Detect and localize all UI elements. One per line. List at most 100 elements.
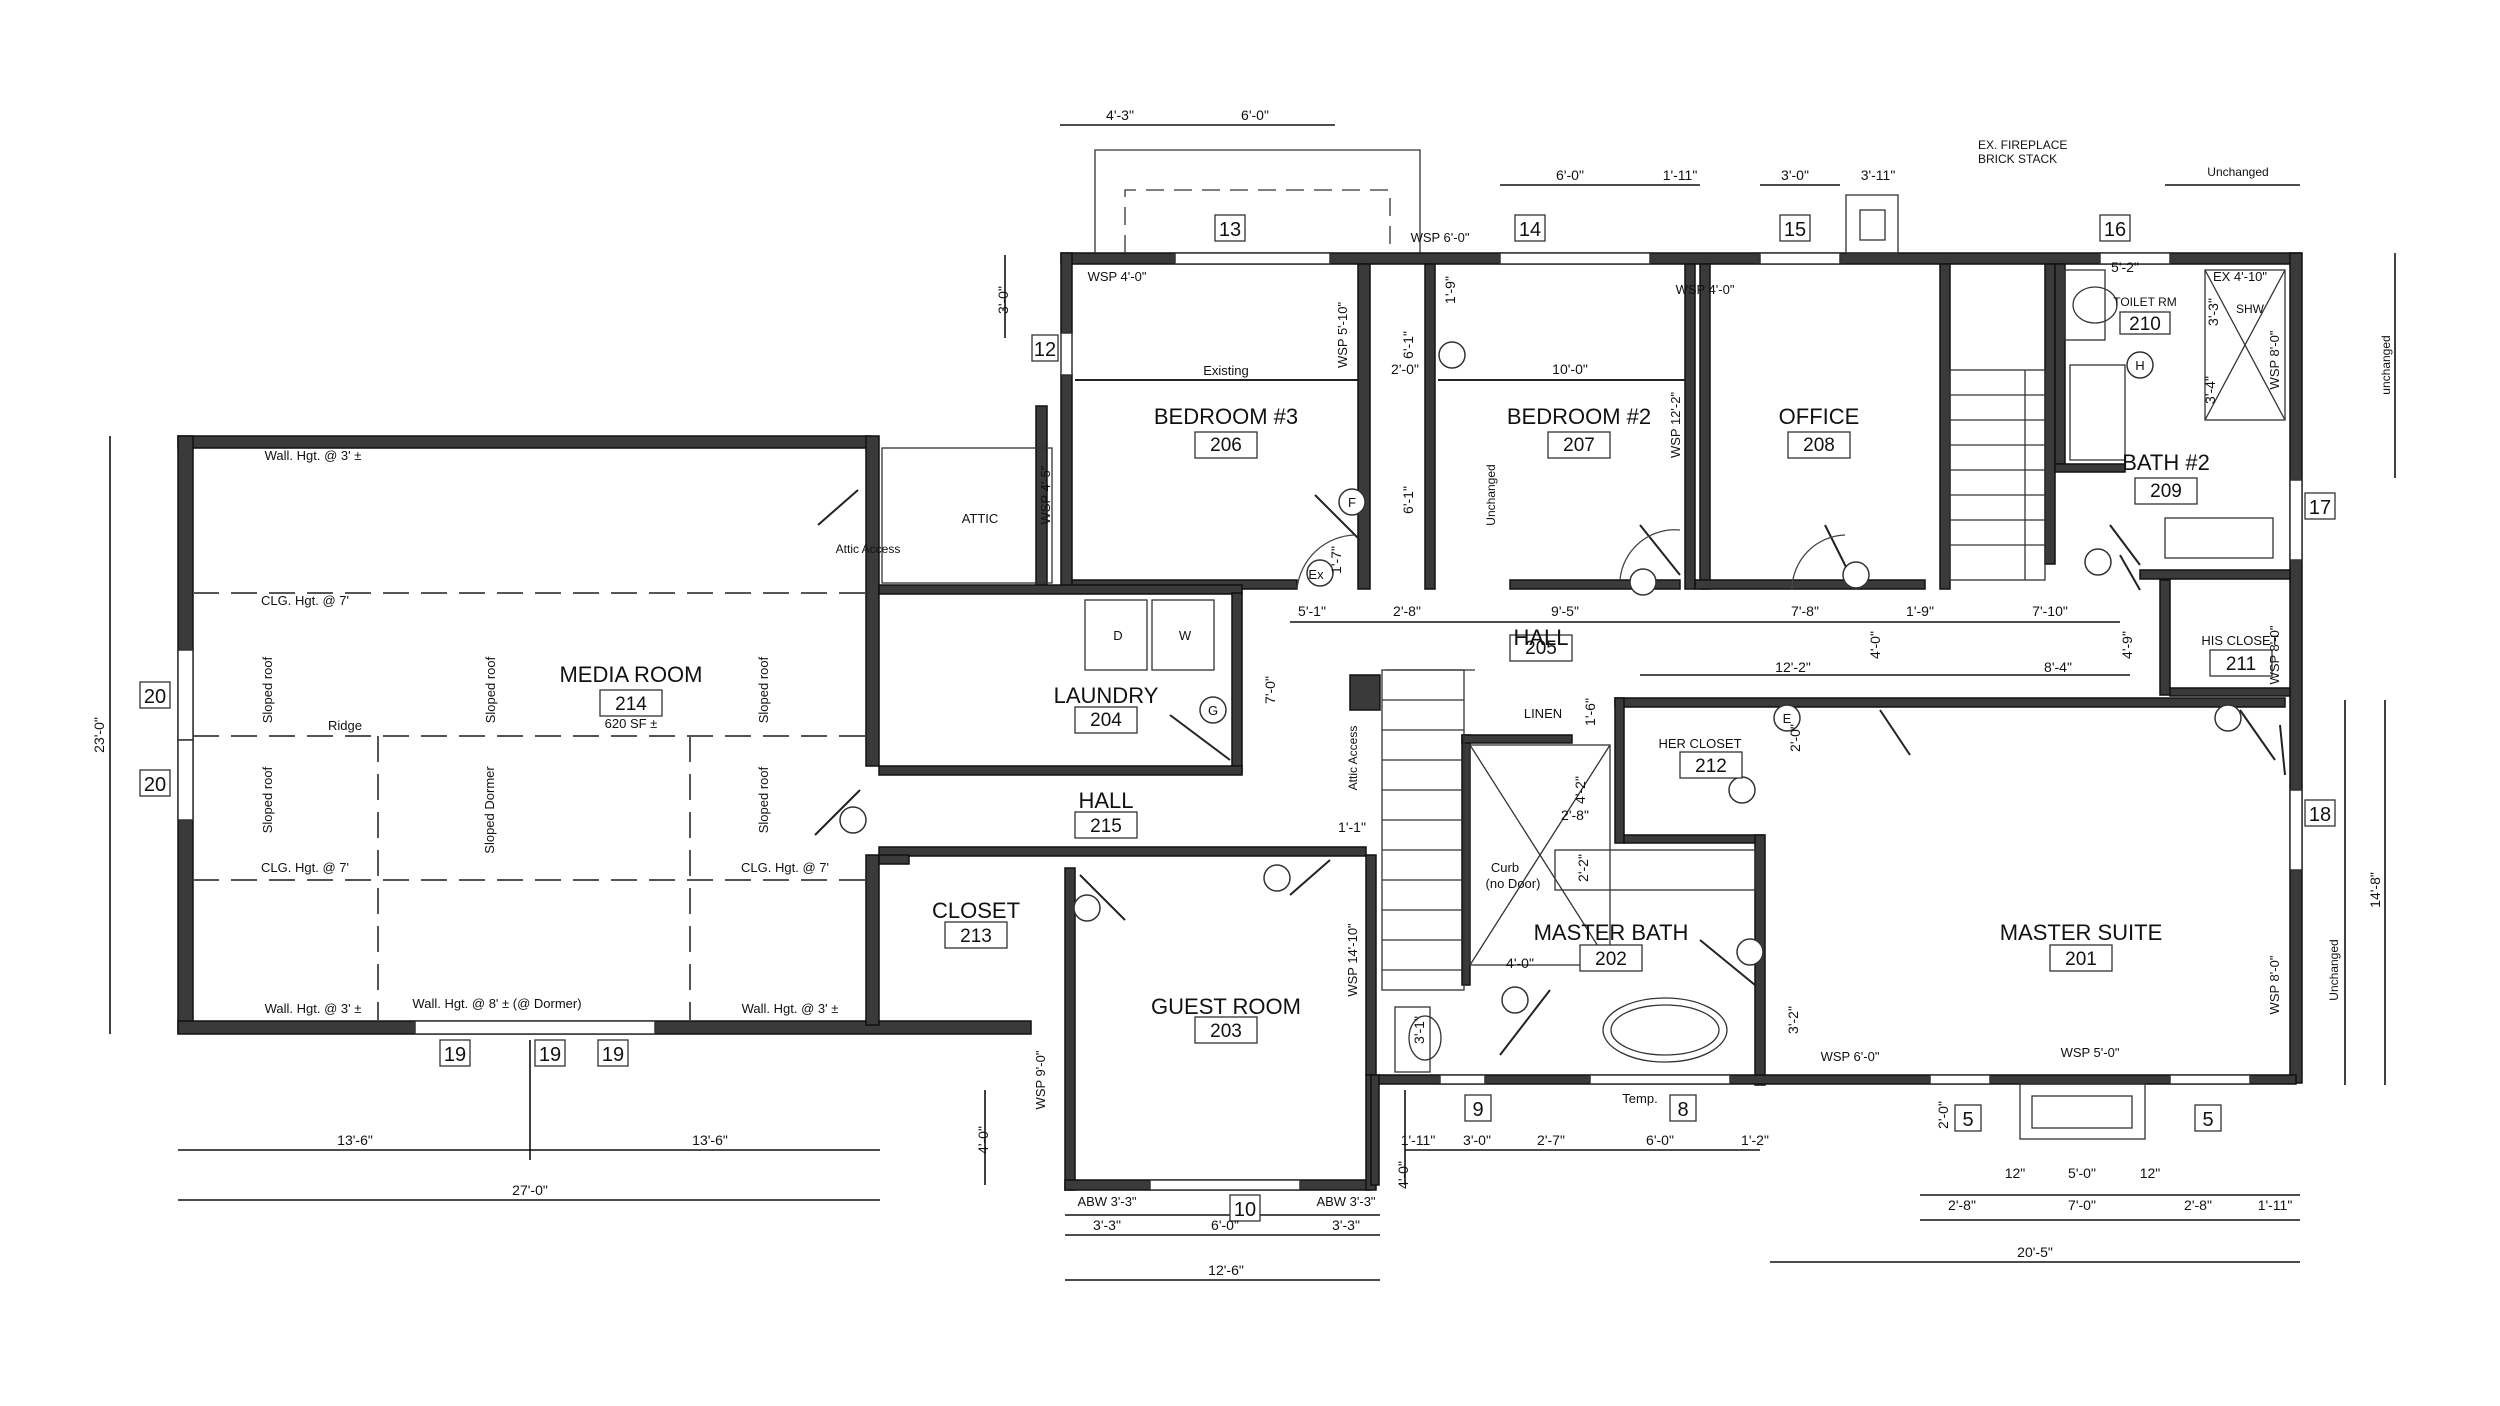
wsp-d: WSP 5'-10" (1335, 302, 1350, 368)
wsp-j: WSP 9'-0" (1033, 1050, 1048, 1109)
bedroom2-name: BEDROOM #2 (1507, 404, 1651, 429)
wsp-n: EX 4'-10" (2213, 269, 2267, 284)
wall-height-bottom-right: Wall. Hgt. @ 3' ± (742, 1001, 839, 1016)
closet-name: CLOSET (932, 898, 1020, 923)
bedroom2-number: 207 (1563, 435, 1595, 456)
dim-61: 14'-8" (2367, 872, 2383, 908)
dimension-lines (109, 124, 2396, 1281)
bedroom3-number: 206 (1210, 435, 1242, 456)
door-markers (839, 341, 2242, 1014)
dim-58: 2'-8" (2184, 1197, 2212, 1213)
master-bath-name: MASTER BATH (1534, 920, 1689, 945)
hall215-name: HALL (1078, 788, 1133, 813)
dim-14: 3'-3" (2205, 298, 2221, 326)
wsp-i: WSP 14'-10" (1345, 923, 1360, 997)
master-bath-number: 202 (1595, 949, 1627, 970)
dim-3: 6'-0" (1556, 167, 1584, 183)
toilet-room-name: TOILET RM (2113, 295, 2177, 309)
dim-48: 3'-0" (1463, 1132, 1491, 1148)
master-suite-name: MASTER SUITE (2000, 920, 2163, 945)
window-tag-20b: 20 (144, 774, 166, 796)
window-tag-9: 9 (1472, 1099, 1483, 1121)
window-tag-18: 18 (2309, 804, 2331, 826)
ceiling-height-bottom-right: CLG. Hgt. @ 7' (741, 860, 829, 875)
laundry-name: LAUNDRY (1054, 683, 1159, 708)
dim-11: 10'-0" (1552, 361, 1588, 377)
dim-52: 2'-0" (1935, 1101, 1951, 1129)
dim-34: 4'-0" (1506, 955, 1534, 971)
plan-notes: ATTIC Attic Access Attic Access Existing… (260, 138, 2393, 1106)
linen-label: LINEN (1524, 706, 1562, 721)
dim-1: 4'-3" (1106, 107, 1134, 123)
dim-32: 2'-2" (1575, 854, 1591, 882)
bath2-number: 209 (2150, 481, 2182, 502)
wall-height-dormer: Wall. Hgt. @ 8' ± (@ Dormer) (412, 996, 581, 1011)
sloped-dormer: Sloped Dormer (482, 766, 497, 854)
dim-49: 2'-7" (1537, 1132, 1565, 1148)
dim-35: 3'-2" (1785, 1006, 1801, 1034)
dim-31: 2'-8" (1561, 807, 1589, 823)
dim-37: 23'-0" (91, 717, 107, 753)
abw-left: ABW 3'-3" (1077, 1194, 1136, 1209)
door-type-h: H (2135, 358, 2144, 373)
wsp-b: WSP 6'-0" (1411, 230, 1470, 245)
unchanged-suite-label: Unchanged (2327, 939, 2341, 1000)
his-closet-number: 211 (2226, 654, 2256, 675)
dim-47: 4'-0" (1395, 1161, 1411, 1189)
dimension-text: 4'-3" 6'-0" 6'-0" 1'-11" 3'-0" 3'-11" 5'… (91, 107, 2383, 1278)
door-type-e: E (1783, 711, 1792, 726)
wsp-h: WSP 8'-0" (2267, 625, 2282, 684)
hall205-number: 205 (1525, 638, 1557, 659)
dim-43: 6'-0" (1211, 1217, 1239, 1233)
wsp-f: WSP 12'-2" (1668, 392, 1683, 458)
media-room-number: 214 (615, 694, 647, 715)
wall-height-top: Wall. Hgt. @ 3' ± (265, 448, 362, 463)
dim-25: 4'-9" (2119, 631, 2135, 659)
toilet-room-number: 210 (2129, 314, 2161, 335)
existing-label: Existing (1203, 363, 1249, 378)
fireplace-label: EX. FIREPLACE (1978, 138, 2067, 152)
door-type-g: G (1208, 703, 1218, 718)
dim-51: 1'-2" (1741, 1132, 1769, 1148)
dim-33: 1'-1" (1338, 819, 1366, 835)
dim-21: 1'-9" (1906, 603, 1934, 619)
existing-abbrev: Ex (1308, 567, 1324, 582)
dim-38: 13'-6" (337, 1132, 373, 1148)
no-door-label: (no Door) (1486, 876, 1541, 891)
window-tag-5b: 5 (2202, 1109, 2213, 1131)
door-type-f: F (1348, 495, 1356, 510)
washer-label: W (1179, 628, 1192, 643)
ceiling-height-top: CLG. Hgt. @ 7' (261, 593, 349, 608)
dim-12: 6'-1" (1400, 331, 1416, 359)
office-name: OFFICE (1779, 404, 1860, 429)
dim-13: 6'-1" (1400, 486, 1416, 514)
dim-41: 4'-0" (975, 1126, 991, 1154)
dim-18: 2'-8" (1393, 603, 1421, 619)
media-room-area: 620 SF ± (605, 716, 658, 731)
window-tag-13: 13 (1219, 219, 1241, 241)
dim-45: 12'-6" (1208, 1262, 1244, 1278)
abw-right: ABW 3'-3" (1316, 1194, 1375, 1209)
dryer-label: D (1113, 628, 1122, 643)
guest-room-number: 203 (1210, 1021, 1242, 1042)
dim-16: 1'-7" (1328, 546, 1344, 574)
door-swings (814, 489, 2286, 1056)
her-closet-name: HER CLOSET (1658, 736, 1741, 751)
wsp-labels: WSP 4'-0" WSP 6'-0" WSP 4'-0" WSP 5'-10"… (1033, 230, 2282, 1209)
ridge-label: Ridge (328, 718, 362, 733)
wall-height-bottom-left: Wall. Hgt. @ 3' ± (265, 1001, 362, 1016)
dim-44: 3'-3" (1332, 1217, 1360, 1233)
his-closet-name: HIS CLOSET (2201, 633, 2278, 648)
sloped-roof-1: Sloped roof (260, 656, 275, 723)
dim-5: 3'-0" (1781, 167, 1809, 183)
dim-28: 1'-6" (1582, 698, 1598, 726)
window-tag-8: 8 (1677, 1099, 1688, 1121)
dim-26: 12'-2" (1775, 659, 1811, 675)
dim-17: 5'-1" (1298, 603, 1326, 619)
wsp-k: WSP 6'-0" (1821, 1049, 1880, 1064)
dim-60: 20'-5" (2017, 1244, 2053, 1260)
brick-stack-label: BRICK STACK (1978, 152, 2057, 166)
wsp-m: WSP 8'-0" (2267, 955, 2282, 1014)
sloped-roof-4: Sloped roof (260, 766, 275, 833)
